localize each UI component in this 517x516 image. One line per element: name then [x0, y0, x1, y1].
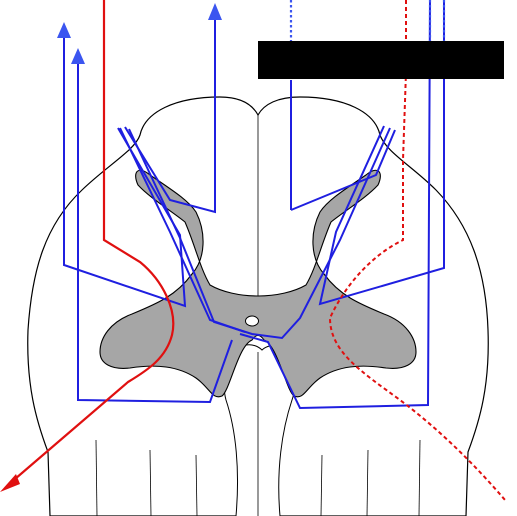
anterior-median-fissure: [223, 344, 297, 516]
descending-tract-solid: [7, 0, 175, 486]
arrowhead-up: [57, 22, 71, 38]
white-matter-fiber-lines: [95, 439, 421, 516]
central-canal: [245, 315, 259, 327]
arrowhead-up: [71, 48, 85, 64]
arrowheads: [57, 3, 222, 64]
descending-tract-dotted: [328, 0, 506, 501]
arrowhead-up: [208, 3, 222, 20]
redacted-label-bar: [258, 41, 504, 79]
ascending-tracts-solid: [63, 0, 445, 410]
red-arrowhead-icon: [0, 474, 20, 492]
